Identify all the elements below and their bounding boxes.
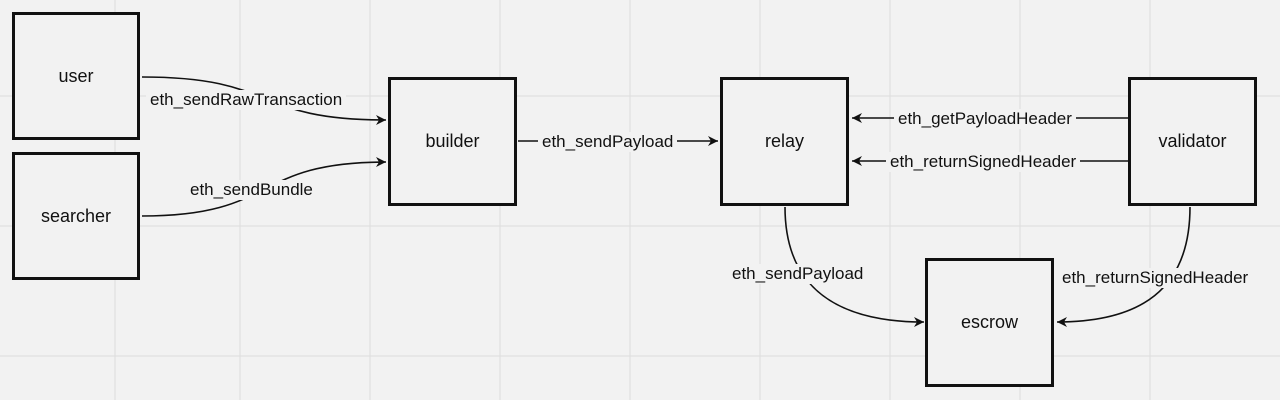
node-builder-label: builder (425, 131, 480, 151)
edge-relay-escrow (784, 206, 925, 327)
node-searcher: searcher (12, 152, 140, 280)
node-escrow-label: escrow (960, 312, 1018, 332)
node-relay-label: relay (764, 131, 804, 151)
node-user: user (12, 12, 140, 140)
node-validator-label: validator (1158, 131, 1227, 151)
node-escrow: escrow (925, 258, 1054, 387)
node-relay: relay (720, 77, 849, 206)
edge-label-user-builder: eth_sendRawTransaction (146, 90, 347, 110)
node-validator: validator (1128, 77, 1257, 206)
edge-label-searcher-builder: eth_sendBundle (186, 180, 317, 200)
edge-label-validator-escrow: eth_returnSignedHeader (1058, 268, 1253, 288)
edge-label-builder-relay: eth_sendPayload (538, 132, 678, 152)
node-builder: builder (388, 77, 517, 206)
edge-validator-escrow (1056, 206, 1191, 327)
node-searcher-label: searcher (40, 205, 112, 226)
node-user-label: user (58, 65, 94, 86)
edge-label-validator-relay-return: eth_returnSignedHeader (886, 152, 1081, 172)
edge-label-validator-relay-get: eth_getPayloadHeader (894, 109, 1076, 129)
edge-label-relay-escrow: eth_sendPayload (728, 264, 868, 284)
